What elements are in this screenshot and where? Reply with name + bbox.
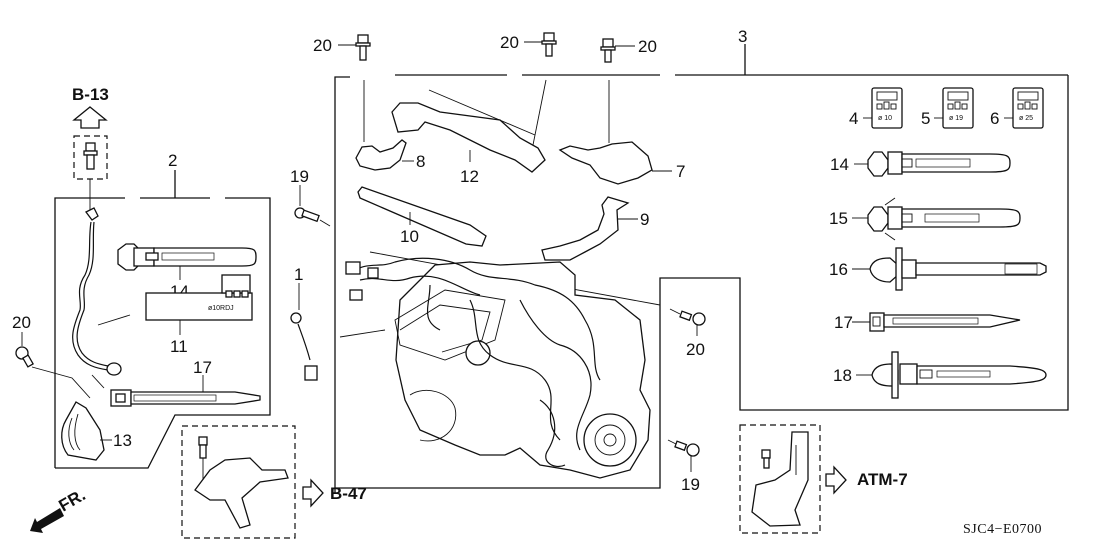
callout-14b: 14: [830, 155, 849, 174]
callout-3: 3: [738, 27, 747, 46]
part-8-bracket[interactable]: [355, 139, 414, 171]
callout-12: 12: [460, 167, 479, 186]
part-17-tie-b[interactable]: [852, 312, 1021, 332]
callout-11: 11: [170, 337, 188, 356]
ground-harness-wire: [72, 207, 131, 389]
part-18-clip[interactable]: [856, 351, 1047, 399]
assembly-3-frame: [334, 44, 1069, 493]
clip-5-marking: ø 19: [949, 115, 963, 122]
part-14-clip-b[interactable]: [854, 151, 1011, 177]
callout-20a: 20: [12, 313, 31, 332]
callout-20e: 20: [686, 340, 705, 359]
callout-10: 10: [400, 227, 419, 246]
part-7-cover[interactable]: [558, 141, 672, 185]
part-17-tie-a[interactable]: [110, 375, 261, 407]
front-direction-indicator: FR.: [30, 485, 89, 533]
holder-11-marking: ø10RDJ: [208, 305, 234, 312]
bolt-20-left[interactable]: [15, 332, 91, 399]
callout-16: 16: [829, 260, 848, 279]
bracket-icon: [194, 436, 289, 529]
bracket-icon-atm7: [751, 431, 809, 527]
callout-19b: 19: [681, 475, 700, 494]
callout-5: 5: [921, 109, 930, 128]
assembly-2-frame: [54, 170, 271, 469]
part-15-clip[interactable]: [852, 197, 1021, 241]
callout-9: 9: [640, 210, 649, 229]
dashed-inset-atm7: [739, 424, 821, 534]
bolt-19-right[interactable]: [667, 439, 700, 472]
part-6-clip[interactable]: ø 25: [1004, 87, 1044, 129]
callout-4: 4: [849, 109, 858, 128]
reference-b47-label[interactable]: B-47: [330, 484, 367, 503]
callout-17a: 17: [193, 358, 212, 377]
callout-6: 6: [990, 109, 999, 128]
part-11-holder[interactable]: ø10RDJ: [145, 274, 253, 335]
callout-20b: 20: [313, 36, 332, 55]
part-12-rail[interactable]: [391, 89, 546, 173]
callout-13: 13: [113, 431, 132, 450]
callout-15: 15: [829, 209, 848, 228]
part-4-clip[interactable]: ø 10: [863, 87, 903, 129]
engine-assembly[interactable]: [345, 251, 661, 479]
part-1-sensor[interactable]: [290, 283, 386, 381]
arrow-front-icon: [30, 508, 64, 533]
part-16-clip[interactable]: [852, 247, 1047, 291]
callout-18: 18: [833, 366, 852, 385]
part-5-clip[interactable]: ø 19: [934, 87, 974, 129]
reference-atm7-label[interactable]: ATM-7: [857, 470, 908, 489]
reference-b13[interactable]: B-13: [72, 85, 109, 210]
reference-b13-label[interactable]: B-13: [72, 85, 109, 104]
bolt-20-right[interactable]: [669, 308, 706, 336]
reference-b47[interactable]: B-47: [181, 425, 367, 539]
reference-atm7[interactable]: ATM-7: [739, 424, 908, 534]
arrow-up-icon: [72, 106, 108, 129]
callout-7: 7: [676, 162, 685, 181]
clip-6-marking: ø 25: [1019, 115, 1033, 122]
bolt-icon: [83, 142, 98, 170]
callout-17b: 17: [834, 313, 853, 332]
callout-2: 2: [168, 151, 177, 170]
callout-19a: 19: [290, 167, 309, 186]
arrow-right-icon: [302, 478, 324, 508]
dashed-inset-b13: [73, 135, 108, 180]
clip-4-marking: ø 10: [878, 115, 892, 122]
part-10-strip[interactable]: [357, 186, 487, 247]
arrow-right-icon: [825, 465, 847, 495]
bolt-20-top-1[interactable]: [338, 34, 371, 142]
bolt-19-left[interactable]: [294, 185, 331, 227]
diagram-code: SJC4−E0700: [963, 522, 1042, 537]
dashed-inset-b47: [181, 425, 296, 539]
callout-20c: 20: [500, 33, 519, 52]
part-14-clip-a[interactable]: [117, 243, 257, 280]
callout-8: 8: [416, 152, 425, 171]
bolt-20-top-3[interactable]: [600, 38, 635, 143]
callout-1: 1: [294, 265, 303, 284]
callout-20d: 20: [638, 37, 657, 56]
bolt-20-top-2[interactable]: [524, 32, 557, 151]
part-9-pipe[interactable]: [541, 196, 638, 261]
part-13-bracket[interactable]: [61, 401, 112, 461]
